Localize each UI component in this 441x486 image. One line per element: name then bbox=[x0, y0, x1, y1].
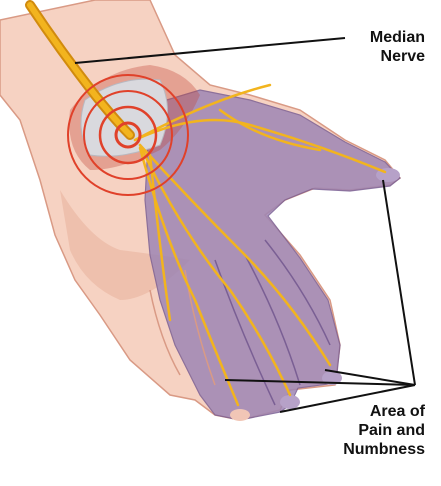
pain-area-label-line-2: Pain and bbox=[305, 421, 425, 440]
pain-area-label-line-3: Numbness bbox=[305, 440, 425, 459]
median-nerve-label-line-2: Nerve bbox=[305, 47, 425, 66]
median-nerve-label: Median Nerve bbox=[305, 28, 425, 66]
nail-3 bbox=[280, 395, 300, 409]
nail-4 bbox=[230, 409, 250, 421]
pain-area-label-line-1: Area of bbox=[305, 402, 425, 421]
pain-area-label: Area of Pain and Numbness bbox=[305, 402, 425, 459]
area-pointer-line-1 bbox=[383, 180, 415, 385]
median-nerve-label-line-1: Median bbox=[305, 28, 425, 47]
